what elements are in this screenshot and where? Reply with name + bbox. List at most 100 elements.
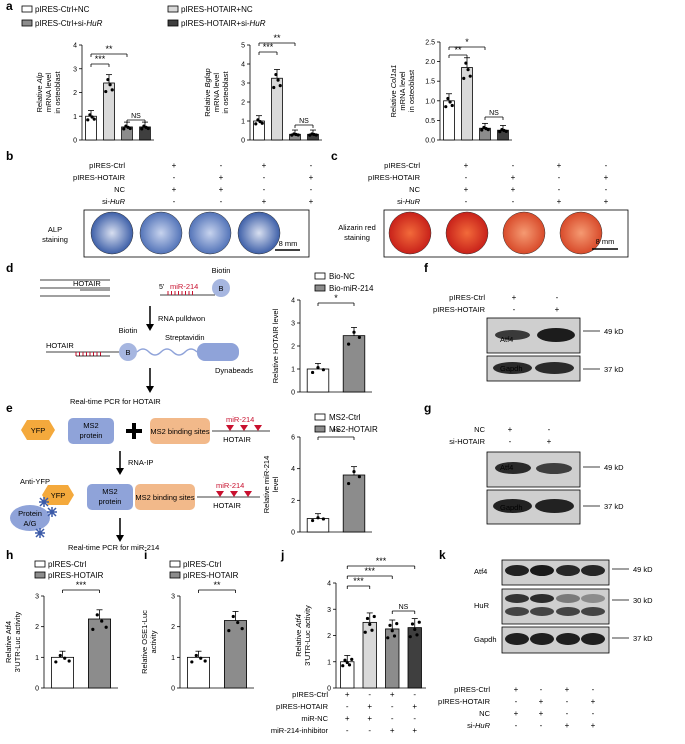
data-point bbox=[122, 127, 126, 131]
mw-label: 37 kD bbox=[633, 634, 653, 643]
data-point bbox=[314, 133, 318, 137]
data-point bbox=[446, 96, 450, 101]
antibody-icon bbox=[47, 507, 57, 517]
data-point bbox=[368, 622, 372, 626]
western-band bbox=[581, 594, 605, 603]
condition-sign: + bbox=[539, 709, 544, 718]
bar bbox=[342, 474, 366, 533]
data-point bbox=[203, 659, 207, 663]
data-point bbox=[480, 128, 484, 132]
condition-sign: + bbox=[345, 714, 350, 723]
y-axis-label: Relative Col1a1 bbox=[389, 65, 398, 118]
band-label: Gapdh bbox=[474, 635, 497, 644]
condition-sign: - bbox=[558, 173, 561, 182]
hotair-label: HOTAIR bbox=[213, 501, 241, 510]
western-band bbox=[535, 499, 574, 513]
result-label: Real-time PCR for miR-214 bbox=[68, 543, 159, 552]
condition-sign: + bbox=[390, 690, 395, 699]
western-band bbox=[493, 362, 532, 374]
biotin-bead bbox=[119, 343, 137, 361]
bar bbox=[342, 335, 366, 393]
condition-sign: - bbox=[540, 685, 543, 694]
data-point bbox=[190, 660, 194, 664]
ms2-binding-sites bbox=[150, 418, 210, 444]
condition-sign: + bbox=[591, 721, 596, 730]
condition-sign: + bbox=[367, 702, 372, 711]
y-tick-label: 6 bbox=[291, 435, 295, 442]
condition-sign: - bbox=[592, 709, 595, 718]
y-tick-label: 1 bbox=[241, 119, 245, 126]
data-point bbox=[92, 117, 96, 121]
data-point bbox=[468, 74, 472, 78]
sig-label: *** bbox=[364, 566, 375, 576]
legend-label: Bio-NC bbox=[329, 272, 355, 281]
y-tick-label: 0 bbox=[171, 686, 175, 693]
western-band bbox=[556, 633, 580, 645]
condition-sign: - bbox=[263, 185, 266, 194]
condition-sign: - bbox=[346, 726, 349, 735]
legend-label: pIRES-HOTAIR bbox=[48, 571, 104, 580]
sig-label: *** bbox=[263, 42, 274, 52]
protein-ag bbox=[10, 505, 50, 531]
condition-sign: - bbox=[512, 161, 515, 170]
stain-label: staining bbox=[344, 233, 370, 242]
y-tick-label: 1 bbox=[171, 655, 175, 662]
stain-label: ALP bbox=[48, 225, 62, 234]
data-point bbox=[258, 119, 262, 124]
y-axis-label: mRNA level bbox=[44, 73, 53, 113]
antibody-icon bbox=[35, 528, 45, 538]
ms2-protein bbox=[68, 418, 114, 444]
western-band bbox=[530, 594, 554, 603]
condition-sign: - bbox=[173, 197, 176, 206]
data-point bbox=[370, 628, 374, 632]
alp-well bbox=[90, 211, 134, 255]
panel-letter: j bbox=[280, 548, 284, 562]
panel-letter: e bbox=[6, 401, 13, 415]
condition-sign: + bbox=[565, 721, 570, 730]
data-point bbox=[274, 72, 278, 77]
y-tick-label: 3 bbox=[35, 594, 39, 601]
condition-label: pIRES-Ctrl bbox=[454, 685, 490, 694]
condition-sign: + bbox=[464, 161, 469, 170]
condition-sign: + bbox=[512, 293, 517, 302]
mw-label: 30 kD bbox=[633, 596, 653, 605]
scale-bar-label: 8 mm bbox=[596, 237, 615, 246]
biotin-b: B bbox=[218, 284, 223, 293]
condition-sign: + bbox=[508, 425, 513, 434]
data-point bbox=[231, 614, 235, 619]
hotair-label: HOTAIR bbox=[46, 341, 74, 350]
condition-sign: - bbox=[512, 197, 515, 206]
y-tick-label: 1 bbox=[35, 655, 39, 662]
y-tick-label: 0 bbox=[241, 138, 245, 145]
data-point bbox=[498, 130, 502, 134]
y-axis-label: in osteoblast bbox=[221, 71, 230, 114]
hotair-label: HOTAIR bbox=[73, 279, 101, 288]
arrow-head bbox=[146, 386, 154, 393]
data-point bbox=[466, 68, 470, 72]
condition-label: NC bbox=[409, 185, 420, 194]
data-point bbox=[146, 126, 150, 131]
western-band bbox=[556, 594, 580, 603]
condition-sign: - bbox=[391, 702, 394, 711]
legend-swatch bbox=[169, 571, 181, 579]
condition-label: NC bbox=[474, 425, 485, 434]
condition-label: pIRES-Ctrl bbox=[292, 690, 328, 699]
condition-label: si-HOTAIR bbox=[449, 437, 485, 446]
data-point bbox=[386, 636, 390, 640]
y-axis-label: Relative Bglap bbox=[203, 68, 212, 116]
data-point bbox=[357, 475, 361, 479]
condition-sign: - bbox=[391, 714, 394, 723]
western-band bbox=[581, 633, 605, 645]
condition-sign: - bbox=[566, 709, 569, 718]
y-tick-label: 0.5 bbox=[425, 118, 435, 125]
data-point bbox=[106, 77, 110, 82]
alizarin-well bbox=[388, 211, 432, 255]
panel-letter: f bbox=[424, 261, 429, 275]
shape bbox=[42, 485, 74, 505]
western-band bbox=[535, 362, 574, 374]
sig-label: NS bbox=[299, 118, 309, 125]
condition-label: pIRES-HOTAIR bbox=[438, 697, 491, 706]
y-tick-label: 4 bbox=[291, 298, 295, 305]
data-point bbox=[347, 663, 352, 667]
western-band bbox=[581, 565, 605, 576]
